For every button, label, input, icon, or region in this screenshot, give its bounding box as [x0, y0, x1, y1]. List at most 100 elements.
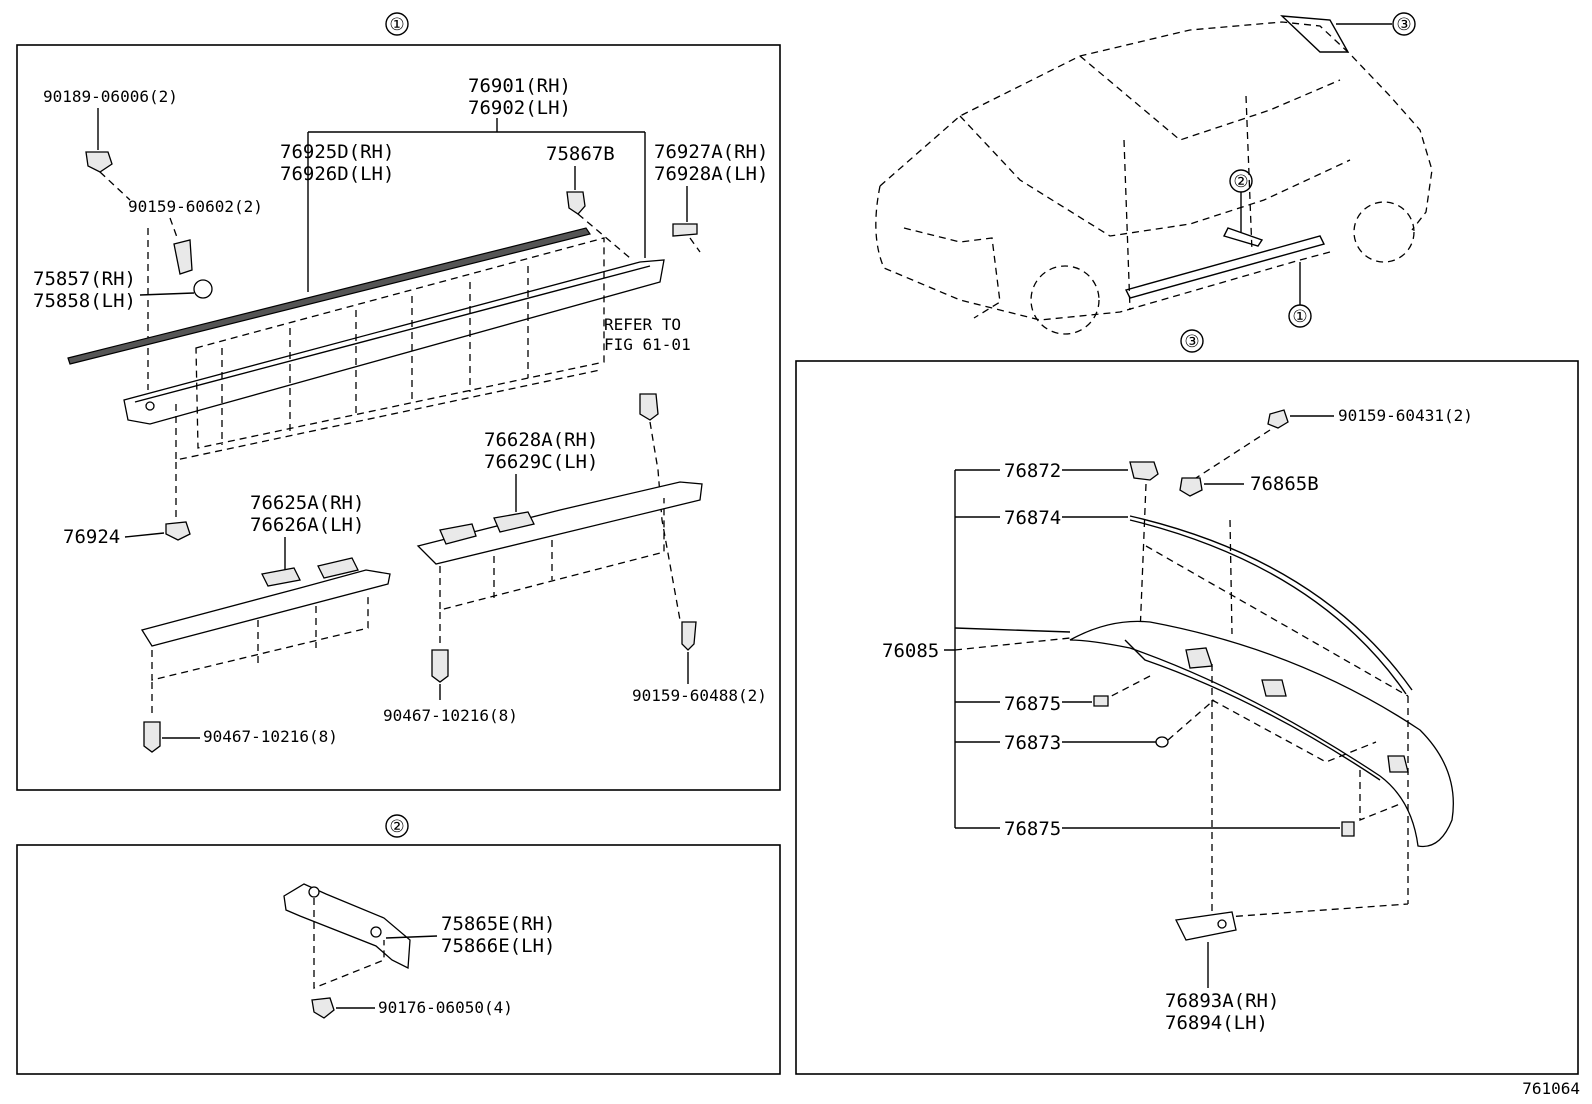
callout-1-label: ①	[389, 15, 404, 35]
car-callout-3-label: ③	[1396, 15, 1411, 35]
part-75867B: 75867B	[546, 143, 615, 165]
dash-90159c	[1195, 429, 1271, 479]
dash-76865B	[1229, 519, 1233, 635]
step-pad-d	[493, 511, 535, 533]
part-90467-10216-a: 90467-10216(8)	[203, 727, 338, 746]
leader-75857	[139, 292, 195, 296]
part-90467-10216-b: 90467-10216(8)	[383, 706, 518, 725]
refer-note-line1: REFER TO	[604, 315, 681, 334]
refer-note-line2: FIG 61-01	[604, 335, 691, 354]
part-75866E: 75866E(LH)	[441, 935, 555, 957]
part-76625A: 76625A(RH)	[250, 492, 364, 514]
dash-90159a	[169, 217, 179, 241]
dash-76927A	[689, 237, 701, 253]
callout-circle-1	[385, 12, 409, 36]
rocker-moulding-edge	[134, 265, 651, 403]
car-callout-3-circle	[1392, 12, 1416, 36]
weatherstrip-76925D-shape	[67, 227, 591, 365]
part-90159-60431: 90159-60431(2)	[1338, 406, 1473, 425]
spoiler-76085-shape	[1069, 620, 1454, 848]
part-76085: 76085	[882, 640, 939, 662]
part-76902: 76902(LH)	[468, 97, 571, 119]
car-rear-wheel	[1353, 201, 1415, 263]
panel-1-frame	[16, 44, 781, 791]
clip-90189-shape	[85, 151, 113, 173]
clip-75867B-shape	[566, 191, 586, 215]
cap-76893A-shape	[1175, 911, 1237, 941]
rocker-moulding-76901-shape	[123, 259, 665, 425]
tape-76875b-shape	[1341, 821, 1355, 837]
panel-1: ① 90189-06006(2) 90159-60602(2) 75857(RH…	[16, 12, 781, 791]
part-76875-b: 76875	[1004, 818, 1061, 840]
part-90189-06006: 90189-06006(2)	[43, 87, 178, 106]
panel-3-frame	[795, 360, 1579, 1075]
car-front-fascia	[903, 227, 1001, 319]
step-cover-75865E-shape	[283, 883, 411, 970]
panel-2: ② 75865E(RH) 75866E(LH) 90176-06050(4)	[16, 814, 781, 1075]
dash-grid-verticals	[221, 266, 529, 445]
panel-3: ③ 90159-60431(2) 76865B 76872 76874 7608…	[795, 329, 1579, 1075]
part-76925D: 76925D(RH)	[280, 141, 394, 163]
part-75857: 75857(RH)	[33, 268, 136, 290]
car-front-wheel	[1030, 265, 1100, 335]
part-76872: 76872	[1004, 460, 1061, 482]
dash-76873	[1167, 699, 1215, 741]
dash-90159b	[649, 421, 681, 621]
spoiler-boss-b	[1261, 679, 1287, 697]
callout-3-label: ③	[1184, 332, 1199, 352]
clip-90176-shape	[311, 997, 335, 1019]
step-cover-hole-b	[370, 926, 382, 938]
dash-assembly	[1095, 545, 1409, 919]
bolt-90467a-shape	[143, 721, 161, 753]
car-roofline	[879, 21, 1433, 231]
step-cover-hole-a	[308, 886, 320, 898]
clip-76865B-shape	[1179, 477, 1203, 497]
dash-76872	[1139, 483, 1147, 635]
spoiler-boss-c	[1387, 755, 1409, 773]
spoiler-underside	[1124, 639, 1381, 781]
cap-75857-shape	[193, 279, 213, 299]
car-lower-body	[875, 185, 1331, 321]
part-76865B: 76865B	[1250, 473, 1319, 495]
bracket-76085	[944, 469, 1000, 829]
leader-76085	[954, 627, 1071, 633]
car-door-lines	[1123, 95, 1253, 311]
step-pad-c	[439, 523, 477, 545]
leader-76924	[124, 532, 165, 538]
screw-90159b-shape	[681, 621, 697, 651]
pad-76872-shape	[1129, 461, 1159, 481]
grommet-refer-shape	[639, 393, 659, 421]
washer-76873-shape	[1155, 736, 1169, 748]
car-illustration: ③ ② ①	[875, 12, 1433, 335]
tape-76875a-shape	[1093, 695, 1109, 707]
screw-90159c-shape	[1267, 409, 1289, 429]
part-76629C: 76629C(LH)	[484, 451, 598, 473]
figure-id: 761064	[1522, 1079, 1580, 1098]
car-belt-line	[959, 115, 1351, 237]
strip-76874-edge	[1129, 519, 1407, 695]
step-bracket-76628A-shape	[416, 481, 703, 565]
car-callout-1-label: ①	[1292, 307, 1307, 327]
part-76901: 76901(RH)	[468, 75, 571, 97]
part-76893A: 76893A(RH)	[1165, 990, 1279, 1012]
car-callout-2-label: ②	[1233, 172, 1248, 192]
strip-76874-shape	[1129, 515, 1413, 691]
part-76894: 76894(LH)	[1165, 1012, 1268, 1034]
part-76873: 76873	[1004, 732, 1061, 754]
car-spoiler	[1280, 15, 1350, 53]
part-76626A: 76626A(LH)	[250, 514, 364, 536]
step-pad-a	[261, 567, 301, 587]
pad-76927A-shape	[672, 223, 698, 237]
bolt-90467b-shape	[431, 649, 449, 683]
rocker-moulding-hole	[145, 401, 155, 411]
callout-2-label: ②	[389, 817, 404, 837]
cap-76893A-hole	[1217, 919, 1227, 929]
part-76928A: 76928A(LH)	[654, 163, 768, 185]
step-pad-b	[317, 557, 359, 579]
screw-90159a-shape	[173, 239, 193, 275]
step-bracket-76625A-shape	[140, 569, 391, 647]
part-90159-60602: 90159-60602(2)	[128, 197, 263, 216]
dash-90189	[99, 171, 131, 201]
spoiler-ref-line	[954, 637, 1071, 651]
